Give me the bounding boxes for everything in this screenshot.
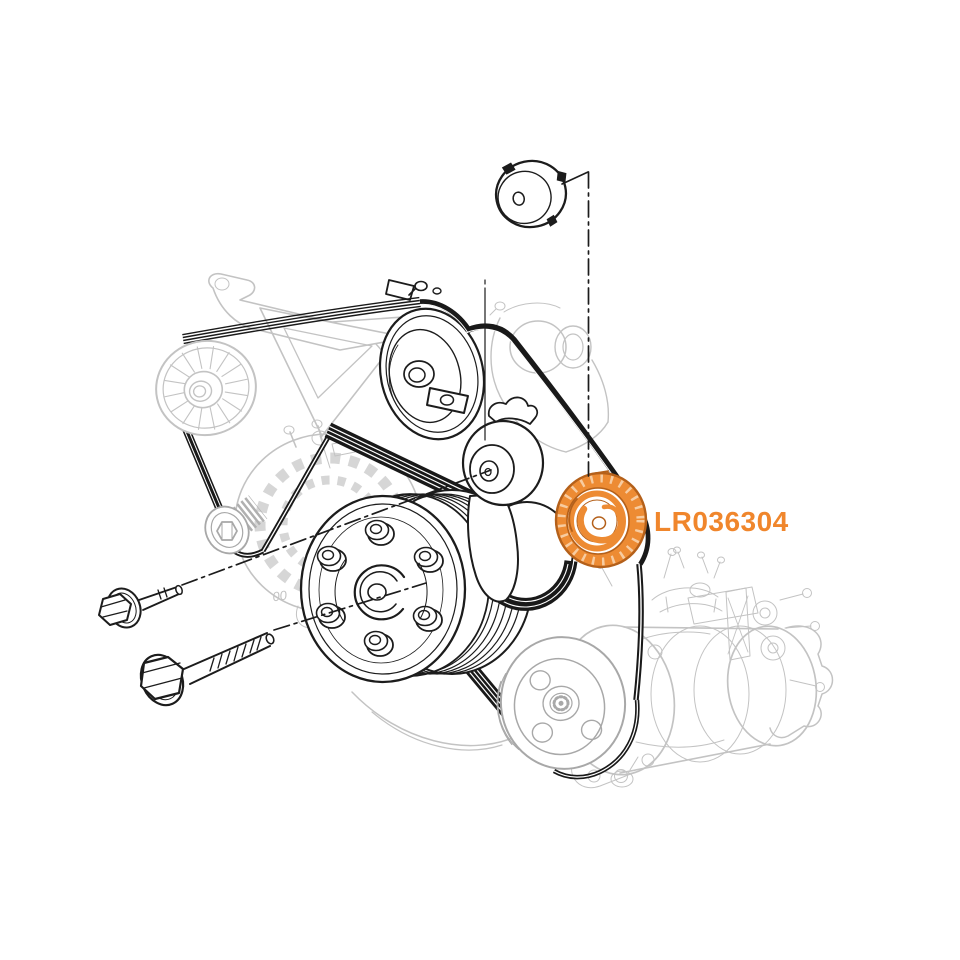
leader-line-bolt-short xyxy=(181,469,492,586)
tensioner-arm xyxy=(467,493,519,603)
pump-bracket-lug xyxy=(385,279,442,301)
serpentine-belt-ac-wrap xyxy=(552,699,640,780)
highlighted-idler-pulley[interactable] xyxy=(554,470,648,569)
ghost-engine-lower-edge-2 xyxy=(371,711,503,751)
ghost-idler-bracket xyxy=(651,546,725,613)
leader-line-bolt-long xyxy=(273,582,427,631)
crank-hub-circlip xyxy=(353,564,406,621)
tensioner-top-bracket xyxy=(487,396,539,425)
leader-line-cap-elbow xyxy=(561,171,589,185)
ac-clutch-pulley xyxy=(496,636,627,770)
ghost-idler-pulley-front xyxy=(155,339,257,437)
leader-lines xyxy=(181,171,590,631)
ghost-idler-fan-blades xyxy=(163,345,249,431)
casting-mark: 00 xyxy=(271,587,288,604)
ghost-engine-lower-edge xyxy=(351,691,516,747)
mounting-bolt-long xyxy=(139,632,275,707)
belt-tensioner-assembly xyxy=(426,387,545,603)
mounting-bolts xyxy=(98,584,275,707)
crank-pulley-bolts xyxy=(315,519,444,657)
part-number-label[interactable]: LR036304 xyxy=(654,506,789,537)
alternator-pulley xyxy=(204,495,268,555)
mounting-bolt-short xyxy=(98,584,183,629)
alternator-pulley-hex-socket xyxy=(216,521,238,541)
idler-dust-cap xyxy=(494,159,568,229)
bolt-threads xyxy=(209,636,262,672)
